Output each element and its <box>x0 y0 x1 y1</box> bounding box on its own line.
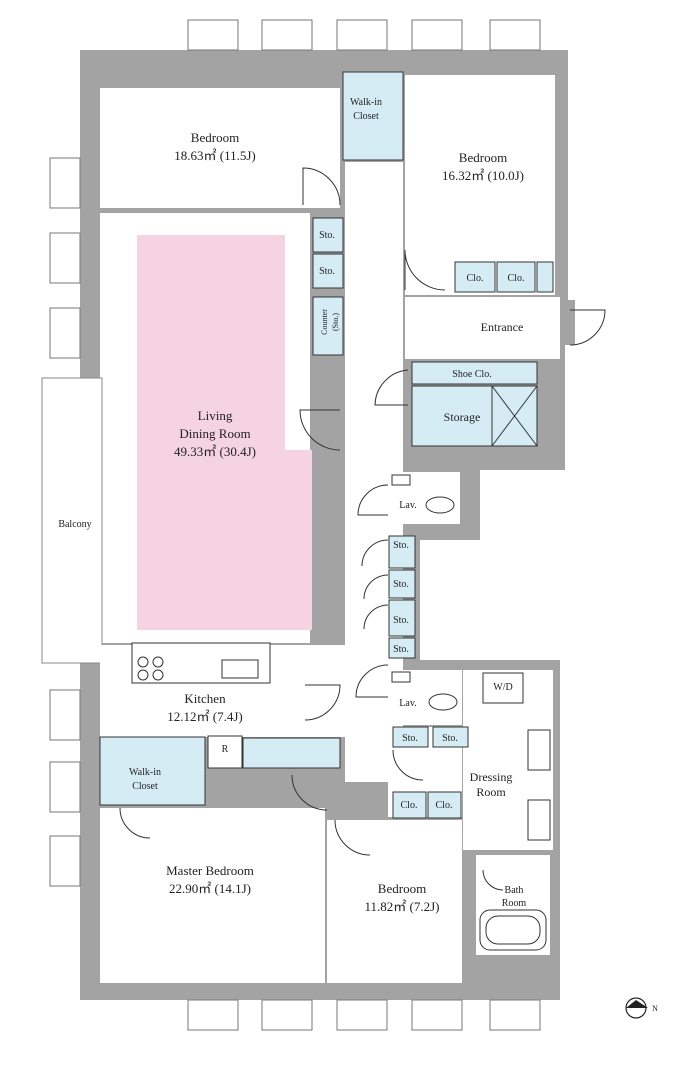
walkin-bottom-line1: Walk-in <box>129 767 161 778</box>
bedroom-ne-area: 16.32㎡ (10.0J) <box>442 168 524 183</box>
kitchen-name: Kitchen <box>184 691 226 706</box>
living-area: 49.33㎡ (30.4J) <box>174 444 256 459</box>
counter-line1: Counter <box>320 309 329 335</box>
compass-icon: N <box>625 997 658 1019</box>
balcony-label: Balcony <box>58 519 91 530</box>
wd-label: W/D <box>493 682 512 693</box>
sto-label-8: Sto. <box>442 733 458 744</box>
sto-label-5: Sto. <box>393 615 409 626</box>
walkin-top-line1: Walk-in <box>350 97 382 108</box>
sto-label-2: Sto. <box>319 266 335 277</box>
sto-label-6: Sto. <box>393 644 409 655</box>
room-labels: Bedroom 18.63㎡ (11.5J) Walk-in Closet Be… <box>58 97 526 914</box>
living-highlight <box>137 235 312 630</box>
kitchen-area: 12.12㎡ (7.4J) <box>167 709 242 724</box>
bedroom-nw-name: Bedroom <box>191 130 239 145</box>
walkin-top-line2: Closet <box>353 111 379 122</box>
compass-label: N <box>652 1004 658 1013</box>
fixtures <box>131 474 551 951</box>
fridge-label: R <box>222 744 229 755</box>
entrance-label: Entrance <box>481 320 524 334</box>
sto-label-7: Sto. <box>402 733 418 744</box>
lav-bottom-label: Lav. <box>399 698 416 709</box>
bedroom-ne-name: Bedroom <box>459 150 507 165</box>
sto-label-3: Sto. <box>393 540 409 551</box>
counter-line2: (Sto.) <box>331 313 340 331</box>
walkin-bottom-line2: Closet <box>132 781 158 792</box>
clo-label-ne-1: Clo. <box>467 273 484 284</box>
sto-label-1: Sto. <box>319 230 335 241</box>
bath-line2: Room <box>502 898 527 909</box>
closet-boxes <box>242 217 554 819</box>
living-line1: Living <box>198 408 233 423</box>
bedroom-s-area: 11.82㎡ (7.2J) <box>365 899 440 914</box>
dressing-line2: Room <box>476 785 506 799</box>
shoe-clo-label: Shoe Clo. <box>452 369 491 380</box>
master-name: Master Bedroom <box>166 863 254 878</box>
master-area: 22.90㎡ (14.1J) <box>169 881 251 896</box>
bath-line1: Bath <box>505 885 524 896</box>
clo-label-s-1: Clo. <box>401 800 418 811</box>
storage-label: Storage <box>444 410 481 424</box>
clo-label-ne-2: Clo. <box>508 273 525 284</box>
bedroom-s-name: Bedroom <box>378 881 426 896</box>
dressing-line1: Dressing <box>470 770 513 784</box>
clo-label-s-2: Clo. <box>436 800 453 811</box>
window-bays <box>49 19 541 1031</box>
lav-top-label: Lav. <box>399 500 416 511</box>
sto-label-4: Sto. <box>393 579 409 590</box>
bedroom-nw-area: 18.63㎡ (11.5J) <box>174 148 256 163</box>
living-line2: Dining Room <box>179 426 250 441</box>
